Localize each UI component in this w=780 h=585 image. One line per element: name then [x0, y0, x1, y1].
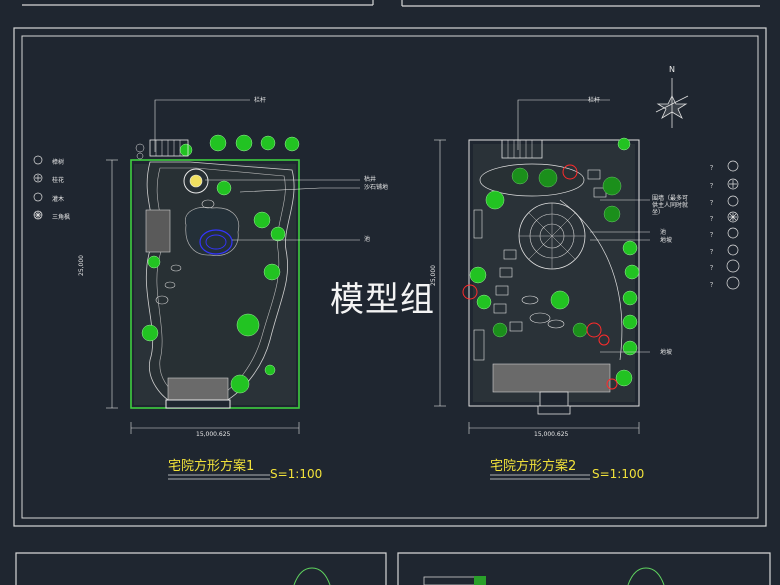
- legend-right-mark: ？: [710, 165, 717, 172]
- legend-left-item: 桂花: [52, 177, 65, 184]
- bottom-partial-frames: [15, 552, 771, 585]
- legend-right-mark: ？: [710, 265, 717, 272]
- plan1-label-fence: 栏杆: [254, 97, 267, 104]
- plan2-label-pond: 池: [660, 229, 667, 236]
- plan2-dim-height: 25,000: [430, 265, 437, 286]
- legend-right-mark: ？: [710, 183, 717, 190]
- legend-left-item: 灌木: [52, 196, 65, 203]
- plan2-title: 宅院方形方案2: [490, 459, 577, 474]
- legend-left-item: 三角枫: [52, 214, 71, 221]
- top-partial-frames: [22, 0, 760, 7]
- plan1-dim-width: 15,000.625: [196, 431, 231, 438]
- plan2-label-wall: 围墙（最多可供主人同时就坐）: [652, 195, 689, 216]
- plan2-label-fence: 栏杆: [588, 97, 601, 104]
- plan1-dim-height: 25,000: [78, 255, 85, 276]
- legend-right-mark: ？: [710, 249, 717, 256]
- legend-right-mark: ？: [710, 282, 717, 289]
- sheet-outer-frame: [13, 27, 767, 527]
- plan1-scale: S=1:100: [270, 467, 323, 481]
- plan2-label-slope2: 地坡: [660, 349, 673, 356]
- legend-right-mark: ？: [710, 216, 717, 223]
- legend-right-mark: ？: [710, 232, 717, 239]
- plan1-title: 宅院方形方案1: [168, 459, 255, 474]
- plan1-label-well: 枯井: [364, 176, 377, 183]
- legend-left-symbols: [33, 155, 43, 220]
- plan2-scale: S=1:100: [592, 467, 645, 481]
- plan1-label-pond: 池: [364, 236, 371, 243]
- plan2-dim-width: 15,000.625: [534, 431, 569, 438]
- watermark: 模型组: [330, 280, 435, 320]
- plan-1: [106, 99, 360, 480]
- north-label: N: [669, 65, 675, 74]
- sheet-inner-frame: [21, 35, 759, 519]
- plan-2: [434, 99, 650, 480]
- legend-right-symbols: [726, 160, 740, 290]
- north-arrow-icon: [655, 78, 689, 128]
- plan1-label-sand: 沙石铺地: [364, 184, 389, 191]
- legend-right-mark: ？: [710, 200, 717, 207]
- legend-left-item: 樟树: [52, 159, 65, 166]
- plan2-label-slope: 地坡: [660, 237, 673, 244]
